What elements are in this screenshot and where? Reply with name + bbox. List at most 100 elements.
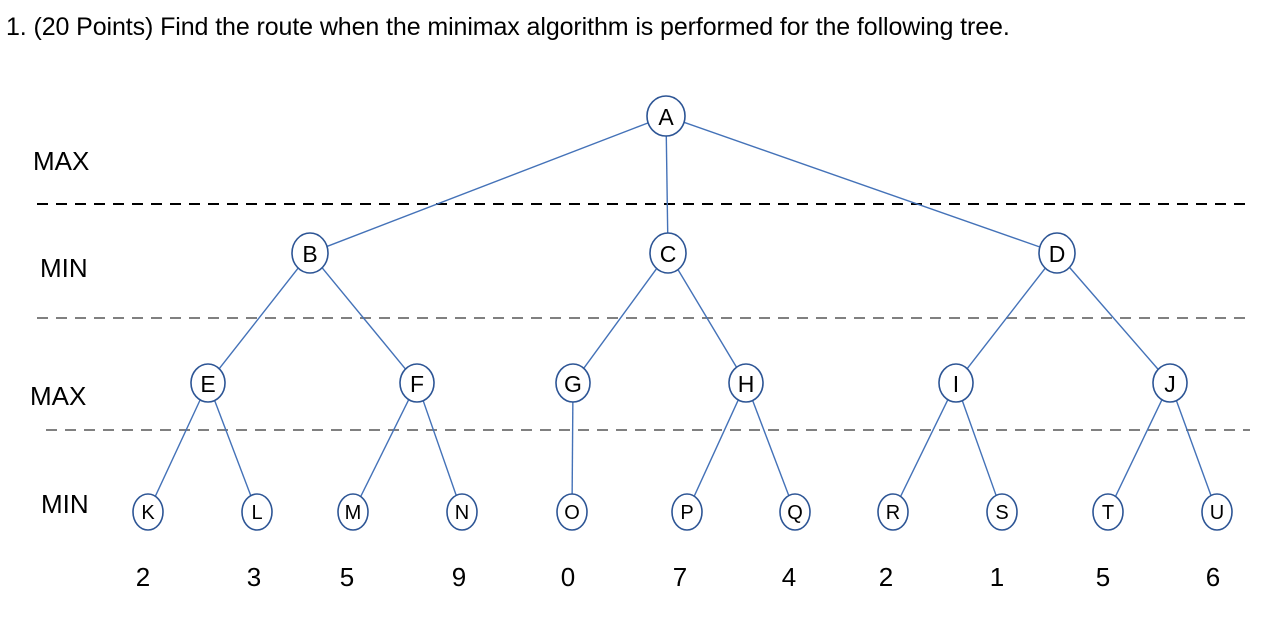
node-label-q: Q bbox=[787, 502, 803, 524]
tree-node-t[interactable]: T bbox=[1092, 493, 1124, 531]
level-label-0-max: MAX bbox=[33, 146, 89, 176]
edge-F-N bbox=[422, 400, 457, 496]
tree-node-b[interactable]: B bbox=[291, 232, 329, 274]
node-circle-q bbox=[779, 493, 811, 531]
node-circle-m bbox=[337, 493, 369, 531]
node-circle-h bbox=[728, 363, 764, 403]
tree-node-g[interactable]: G bbox=[555, 363, 591, 403]
edge-D-I bbox=[966, 267, 1046, 370]
node-label-i: I bbox=[953, 371, 959, 397]
node-label-h: H bbox=[738, 371, 755, 397]
node-circle-n bbox=[446, 493, 478, 531]
node-circle-a bbox=[646, 95, 686, 137]
payoff-value-r: 2 bbox=[879, 562, 893, 592]
payoff-value-s: 1 bbox=[990, 562, 1004, 592]
node-circle-p bbox=[671, 493, 703, 531]
tree-node-a[interactable]: A bbox=[646, 95, 686, 137]
node-circle-g bbox=[555, 363, 591, 403]
tree-node-n[interactable]: N bbox=[446, 493, 478, 531]
node-circle-d bbox=[1038, 232, 1076, 274]
tree-node-c[interactable]: C bbox=[649, 232, 687, 274]
tree-node-p[interactable]: P bbox=[671, 493, 703, 531]
node-circle-o bbox=[556, 493, 588, 531]
node-label-s: S bbox=[995, 502, 1008, 524]
node-label-t: T bbox=[1102, 502, 1114, 524]
edge-C-G bbox=[583, 268, 658, 369]
edge-J-T bbox=[1114, 399, 1163, 497]
edge-F-M bbox=[360, 399, 410, 497]
edge-A-C bbox=[665, 135, 669, 234]
level-label-3-min: MIN bbox=[41, 489, 89, 519]
node-label-d: D bbox=[1049, 241, 1066, 267]
node-label-a: A bbox=[658, 104, 674, 130]
tree-node-r[interactable]: R bbox=[877, 493, 909, 531]
edge-B-E bbox=[218, 267, 299, 370]
page-title: 1. (20 Points) Find the route when the m… bbox=[6, 13, 1010, 41]
node-label-e: E bbox=[200, 371, 215, 397]
level-dividers bbox=[37, 203, 1250, 431]
tree-nodes: A B C D E F G H I J K L M N O P Q R S T U bbox=[132, 95, 1233, 531]
level-label-2-max: MAX bbox=[30, 381, 86, 411]
edge-G-O bbox=[571, 401, 574, 495]
payoff-value-n: 9 bbox=[452, 562, 466, 592]
payoff-value-o: 0 bbox=[561, 562, 575, 592]
tree-node-j[interactable]: J bbox=[1152, 363, 1188, 403]
tree-node-k[interactable]: K bbox=[132, 493, 164, 531]
tree-node-e[interactable]: E bbox=[190, 363, 226, 403]
tree-node-q[interactable]: Q bbox=[779, 493, 811, 531]
payoff-value-l: 3 bbox=[247, 562, 261, 592]
edge-A-D bbox=[683, 121, 1041, 248]
node-label-k: K bbox=[141, 502, 155, 524]
node-label-g: G bbox=[564, 371, 582, 397]
node-label-o: O bbox=[564, 502, 580, 524]
node-circle-c bbox=[649, 232, 687, 274]
node-label-f: F bbox=[410, 371, 424, 397]
edge-H-P bbox=[693, 399, 739, 497]
payoff-value-t: 5 bbox=[1096, 562, 1110, 592]
tree-node-o[interactable]: O bbox=[556, 493, 588, 531]
tree-node-u[interactable]: U bbox=[1201, 493, 1233, 531]
payoff-value-q: 4 bbox=[782, 562, 796, 592]
payoff-value-m: 5 bbox=[340, 562, 354, 592]
node-label-c: C bbox=[660, 241, 677, 267]
tree-node-m[interactable]: M bbox=[337, 493, 369, 531]
node-circle-b bbox=[291, 232, 329, 274]
tree-edges bbox=[154, 121, 1212, 497]
node-circle-r bbox=[877, 493, 909, 531]
edge-E-K bbox=[154, 399, 201, 497]
tree-node-h[interactable]: H bbox=[728, 363, 764, 403]
edge-B-F bbox=[321, 267, 407, 370]
edge-E-L bbox=[213, 400, 252, 496]
node-circle-e bbox=[190, 363, 226, 403]
tree-node-i[interactable]: I bbox=[938, 363, 974, 403]
level-label-1-min: MIN bbox=[40, 253, 88, 283]
tree-node-l[interactable]: L bbox=[241, 493, 273, 531]
payoff-value-u: 6 bbox=[1206, 562, 1220, 592]
node-label-m: M bbox=[345, 502, 362, 524]
node-circle-s bbox=[986, 493, 1018, 531]
edge-A-B bbox=[326, 122, 649, 248]
node-label-u: U bbox=[1210, 502, 1224, 524]
level-labels: MAX MIN MAX MIN bbox=[30, 146, 89, 519]
tree-node-d[interactable]: D bbox=[1038, 232, 1076, 274]
node-label-p: P bbox=[680, 502, 693, 524]
tree-node-s[interactable]: S bbox=[986, 493, 1018, 531]
edge-I-R bbox=[899, 399, 949, 497]
edge-D-J bbox=[1068, 266, 1159, 370]
edge-H-Q bbox=[751, 400, 790, 496]
node-circle-k bbox=[132, 493, 164, 531]
node-label-l: L bbox=[251, 502, 262, 524]
payoff-value-k: 2 bbox=[136, 562, 150, 592]
node-label-j: J bbox=[1164, 371, 1176, 397]
node-circle-j bbox=[1152, 363, 1188, 403]
edge-I-S bbox=[961, 400, 997, 496]
edge-J-U bbox=[1175, 400, 1212, 496]
node-circle-t bbox=[1092, 493, 1124, 531]
node-circle-i bbox=[938, 363, 974, 403]
edge-C-H bbox=[677, 269, 738, 368]
node-label-b: B bbox=[302, 241, 317, 267]
tree-node-f[interactable]: F bbox=[399, 363, 435, 403]
node-circle-f bbox=[399, 363, 435, 403]
